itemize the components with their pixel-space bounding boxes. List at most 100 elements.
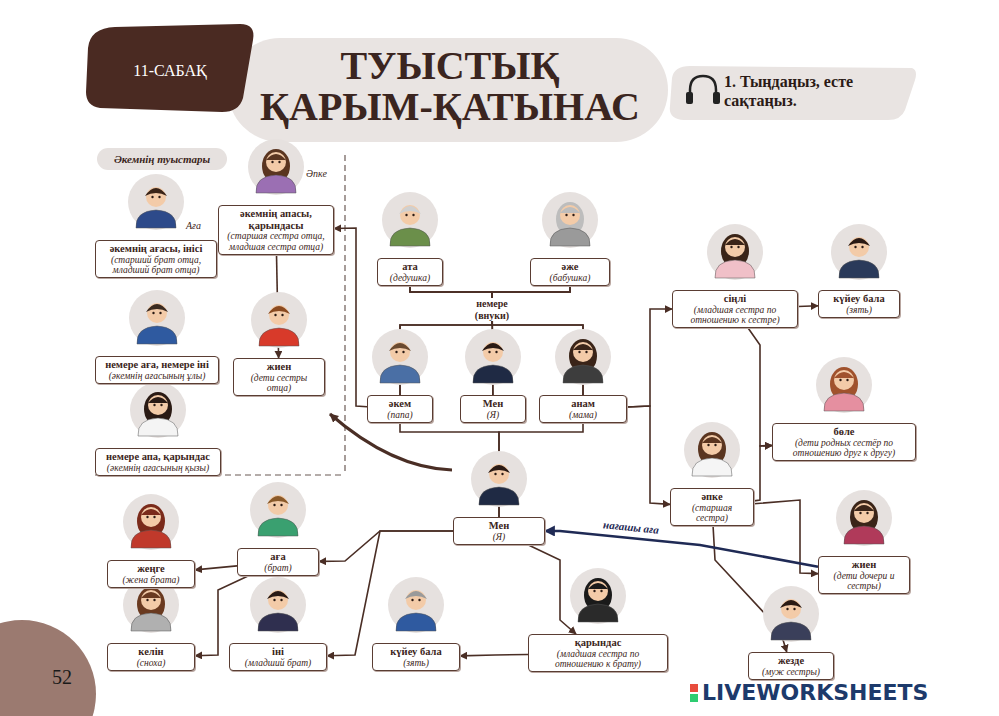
translation: (дети дочери и сестры) [823,571,905,592]
avatar-ground [123,494,179,550]
connector [627,309,672,407]
avatar-body [692,458,732,476]
relation-name: аға [242,551,314,563]
avatar-body [390,228,430,246]
relation-name: әкем [372,398,428,410]
connector [627,406,670,504]
avatar-ground [555,329,611,385]
relation-name: күйеу бала [823,293,895,305]
connector [460,654,528,655]
avatar-eye [412,214,414,216]
avatar-eye [859,512,861,514]
relation-name: Мен [465,398,521,410]
avatar-body [131,530,171,548]
avatar-eye [565,214,567,216]
avatar-hair [267,591,289,599]
avatar-ground [130,382,186,438]
avatar-eye [707,444,709,446]
avatar-eye [411,599,413,601]
relation-box: ата(дедушка) [377,258,443,286]
avatar-eye [593,590,595,592]
relation-tag: Әпке [306,168,346,180]
avatar-eye [274,314,276,316]
avatar-hair [148,397,168,403]
avatar [684,422,740,478]
connector [545,531,818,567]
avatar [831,224,887,280]
avatar [250,482,306,538]
avatar-face [268,590,288,610]
avatar-body [824,393,864,411]
translation: (зять) [377,658,455,668]
avatar-hair [267,496,289,504]
page-number: 52 [52,666,92,689]
avatar-eye [585,351,587,353]
headphones-icon [690,76,716,98]
translation: (дети сестры отца) [238,373,320,394]
avatar [123,494,179,550]
avatar-face [725,237,745,257]
relation-name: немере апа, қарындас [100,451,216,463]
avatar-face [573,342,593,362]
translation: (муж сестры) [753,667,829,677]
relation-box: әпке(старшая сестра) [670,488,754,526]
avatar [707,224,763,280]
relation-name: бөле [777,426,911,438]
avatar-hair [725,239,745,245]
avatar-hair [854,505,874,511]
avatar-eye [714,444,716,446]
translation: (әкемнің ағасының қызы) [100,463,216,473]
avatar-ground [542,192,598,248]
avatar-hair [848,238,870,246]
relation-name: немере аға, немере іні [100,359,214,371]
avatar-hair [399,206,421,214]
avatar-ground [471,451,527,507]
avatar-eye [273,599,275,601]
relation-name: әкемнің ағасы, інісі [100,243,212,255]
relation-box: жиен(дети сестры отца) [233,358,325,396]
avatar-eye [405,214,407,216]
avatar [465,329,521,385]
avatar-hair [141,509,161,515]
avatar-face [588,581,608,601]
title: ТУЫСТЫҚ ҚАРЫМ-ҚАТЫНАС [245,46,655,128]
avatar-eye [578,351,580,353]
avatar-face [141,507,161,527]
avatar-eye [488,351,490,353]
connector [528,545,576,634]
relation-box: әкем(папа) [367,395,433,423]
relation-box: күйеу бала(зять) [372,643,460,671]
avatar-body [380,365,420,383]
avatar-face [849,237,869,257]
avatar-face [269,305,289,325]
relation-name: әпке [675,491,749,503]
connector [195,566,237,570]
connector [410,286,583,395]
avatar-eye [861,246,863,248]
instruction: 1. Тыңдаңыз, есте сақтаңыз. [724,72,854,110]
avatar-face [702,435,722,455]
relation-box: күйеу бала(зять) [818,290,900,318]
edge-label: нағашы аға [601,518,662,536]
avatar-body [479,487,519,505]
avatar-hair [560,207,580,213]
relation-name: жиен [238,361,320,373]
avatar-body [771,622,811,640]
avatar-body [138,418,178,436]
relation-name: қарындас [533,637,663,649]
avatar-eye [280,504,282,506]
avatar-eye [786,608,788,610]
relation-name: Мен [458,520,540,532]
avatar-eye [278,161,280,163]
translation: (Я) [465,410,521,420]
relation-name: әкемнің апасы, қарындасы [223,208,329,231]
avatar-ground [831,224,887,280]
avatar-body [839,260,879,278]
avatar-eye [495,351,497,353]
relation-name: жезде [753,655,829,667]
avatar [372,329,428,385]
avatar-face [266,152,286,172]
relation-box: Мен(Я) [460,395,526,423]
avatar-eye [160,404,162,406]
translation: (Я) [458,532,540,542]
